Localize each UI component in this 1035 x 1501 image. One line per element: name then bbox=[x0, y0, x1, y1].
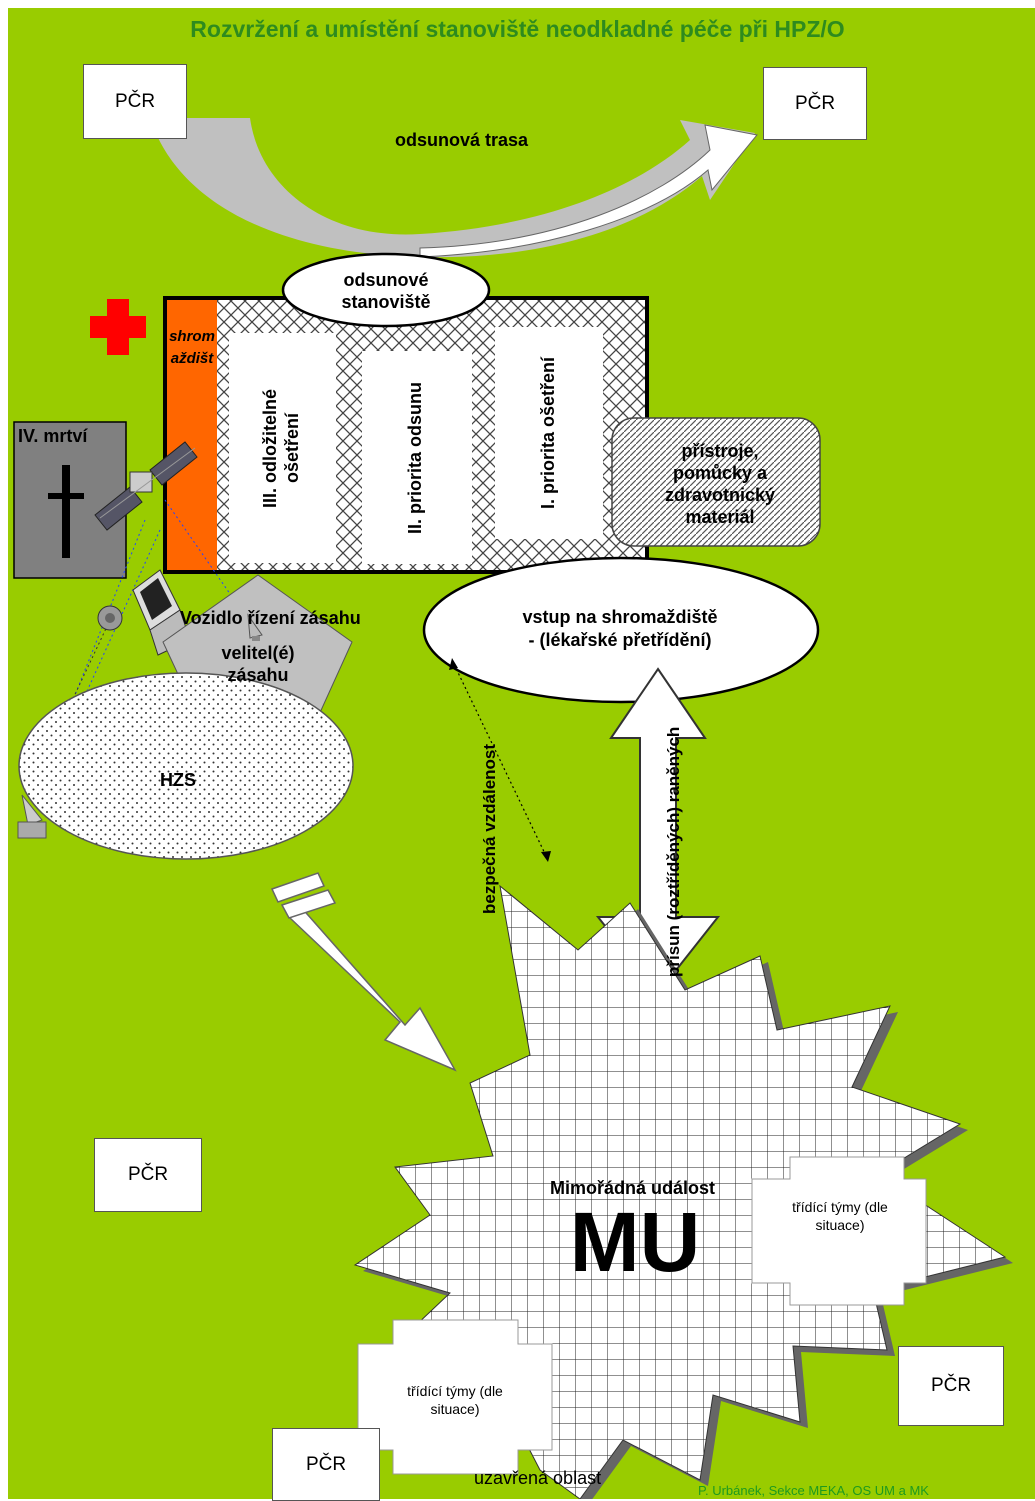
modem-icon bbox=[97, 605, 123, 631]
assembly-strip bbox=[167, 300, 217, 570]
commander-line2: zásahu bbox=[227, 665, 289, 685]
zone3-label: III. odložitelné ošetření bbox=[259, 340, 303, 556]
transport-injured-label: přísun (roztříděných) raněných bbox=[664, 726, 683, 978]
arrow-tip bbox=[541, 851, 551, 862]
laptop-icon bbox=[132, 569, 191, 656]
zone3-box bbox=[229, 333, 336, 563]
credit-text: P. Urbánek, Sekce MEKA, OS UM a MK bbox=[698, 1483, 929, 1498]
triage-line2: situace) bbox=[815, 1217, 865, 1233]
evacuation-post-label: odsunové stanoviště bbox=[290, 269, 482, 313]
zone3-line1: III. odložitelné bbox=[260, 388, 280, 508]
equipment-line4: materiál bbox=[685, 507, 755, 527]
safe-distance-line bbox=[451, 659, 549, 861]
police-box: PČR bbox=[272, 1428, 380, 1501]
antenna-dish-icon bbox=[247, 613, 263, 641]
equipment-box bbox=[611, 417, 821, 547]
safe-distance-label: bezpečná vzdálenost bbox=[480, 743, 499, 915]
evacuation-post-line2: stanoviště bbox=[341, 292, 431, 312]
entrance-ellipse bbox=[422, 556, 820, 704]
entrance-line2: - (lékařské přetřídění) bbox=[528, 630, 712, 650]
zone2-box bbox=[362, 351, 472, 564]
satellite-icon bbox=[94, 441, 198, 531]
zone3-line2: ošetření bbox=[282, 412, 302, 484]
dead-label: IV. mrtví bbox=[18, 426, 88, 446]
assembly-label: shromaždišt bbox=[169, 328, 215, 367]
closed-area-label: uzavřená oblast bbox=[474, 1468, 602, 1488]
triage-line1: třídící týmy (dle bbox=[792, 1199, 888, 1215]
commander-line1: velitel(é) bbox=[221, 643, 295, 663]
command-vehicle-label: Vozidlo řízení zásahu bbox=[180, 608, 361, 628]
grave-cross-icon bbox=[48, 465, 84, 558]
evacuation-post-line1: odsunové bbox=[343, 270, 429, 290]
commander-label: velitel(é) zásahu bbox=[190, 642, 326, 686]
incident-abbr: MU bbox=[569, 1195, 701, 1289]
evacuation-route-arrow-head bbox=[419, 124, 758, 258]
comm-line bbox=[39, 529, 161, 796]
entrance-label: vstup na shromaždiště - (lékařské přetří… bbox=[440, 606, 800, 652]
evacuation-post-ellipse bbox=[281, 252, 491, 328]
police-box: PČR bbox=[94, 1138, 202, 1212]
equipment-label: přístroje, pomůcky a zdravotnický materi… bbox=[640, 440, 800, 528]
arrow-tip bbox=[449, 658, 458, 670]
incident-caption: Mimořádná událost bbox=[549, 1178, 715, 1198]
triage-team-shape bbox=[751, 1156, 927, 1306]
zone1-label: I. priorita ošetření bbox=[538, 356, 558, 510]
page-title: Rozvržení a umístění stanoviště neodklad… bbox=[190, 16, 845, 42]
red-cross-icon bbox=[90, 299, 146, 355]
equipment-line1: přístroje, bbox=[681, 441, 759, 461]
zone1-box bbox=[495, 327, 603, 539]
zone2-label: II. priorita odsunu bbox=[405, 382, 425, 534]
hzs-label: HZS bbox=[160, 770, 196, 790]
hzs-ellipse bbox=[18, 672, 354, 860]
triage-line1: třídící týmy (dle bbox=[407, 1383, 503, 1399]
triage-team-label: třídící týmy (dle situace) bbox=[760, 1198, 920, 1234]
triage-team-label: třídící týmy (dle situace) bbox=[365, 1382, 545, 1418]
entrance-line1: vstup na shromaždiště bbox=[522, 607, 718, 627]
evacuation-route-label: odsunová trasa bbox=[395, 130, 529, 150]
antenna-dish-icon bbox=[17, 794, 47, 839]
triage-team-shape bbox=[357, 1319, 553, 1475]
police-box: PČR bbox=[898, 1346, 1004, 1426]
triage-line2: situace) bbox=[430, 1401, 480, 1417]
police-box: PČR bbox=[83, 64, 187, 139]
equipment-line3: zdravotnický bbox=[664, 485, 776, 505]
approach-arrow bbox=[270, 872, 457, 1072]
police-box: PČR bbox=[763, 67, 867, 140]
equipment-line2: pomůcky a bbox=[672, 463, 768, 483]
